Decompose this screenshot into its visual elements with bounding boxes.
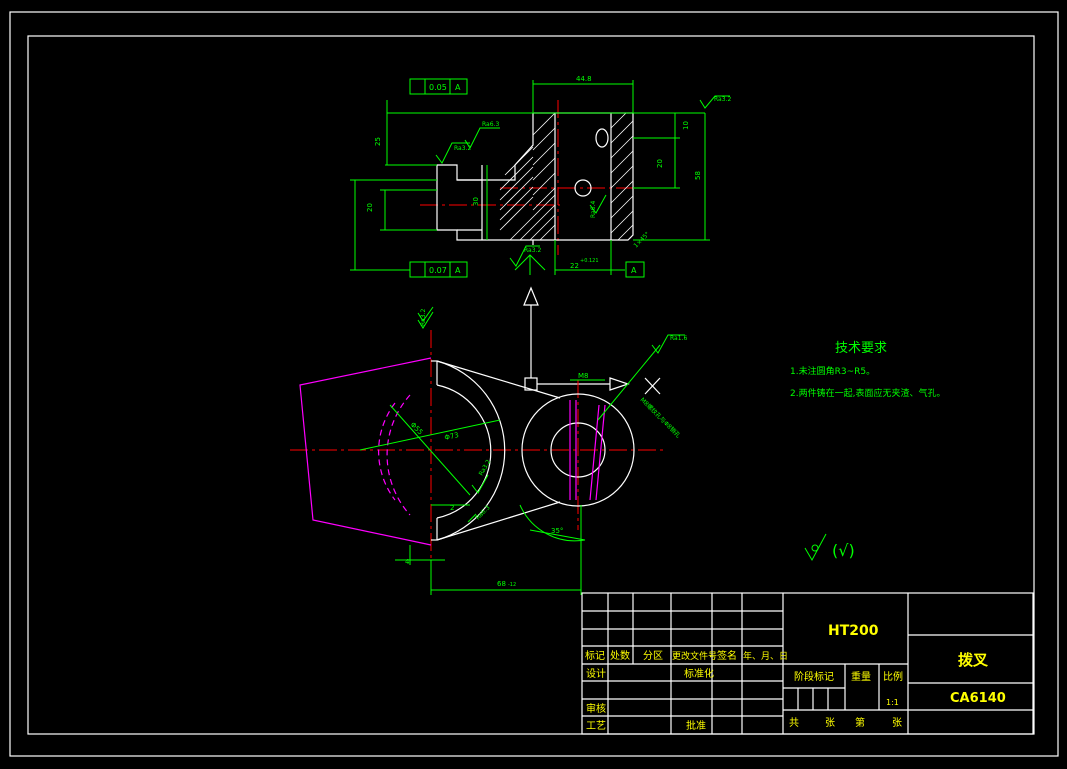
dim-h58: 58 bbox=[694, 171, 702, 180]
dim-angle35: 35° bbox=[551, 527, 563, 535]
tb-h-mark: 标记 bbox=[585, 650, 605, 662]
tb-h-zone: 分区 bbox=[643, 650, 663, 662]
tb-h-change-doc: 更改文件号 bbox=[672, 650, 717, 662]
dim-h20: 20 bbox=[656, 159, 664, 168]
title-block bbox=[581, 592, 1034, 735]
dim-d4: 4 bbox=[405, 558, 410, 566]
rough-main-right: Ra1.6 bbox=[670, 335, 687, 342]
gdt-top-value: 0.05 bbox=[429, 83, 447, 92]
dim-bot68-tol: -12 bbox=[508, 582, 516, 588]
tb-h-sign: 签名 bbox=[717, 649, 737, 662]
rough-top-left-1: Ra6.3 bbox=[482, 121, 499, 128]
view-arrow bbox=[523, 286, 630, 391]
tb-scale: 比例 bbox=[883, 670, 903, 683]
rough-top-inner: Ra6.4 bbox=[590, 201, 597, 218]
dim-width-top: 44.8 bbox=[576, 75, 592, 83]
tb-h-count: 处数 bbox=[610, 649, 630, 662]
tb-zhang2: 张 bbox=[892, 717, 902, 729]
surface-finish-symbol bbox=[804, 533, 827, 562]
dim-h22: 22 bbox=[570, 262, 579, 270]
dim-tol22: +0.121 bbox=[580, 258, 599, 264]
tb-total: 共 bbox=[789, 717, 799, 729]
gdt-bottom-value: 0.07 bbox=[429, 266, 447, 275]
rough-top-left-2: Ra3.2 bbox=[454, 145, 471, 152]
tb-r-design: 设计 bbox=[586, 667, 606, 680]
outer-border bbox=[9, 11, 1059, 757]
datum-a-label: A bbox=[631, 266, 637, 275]
rough-top-bottom: Ra3.2 bbox=[524, 247, 541, 254]
top-section-view bbox=[350, 78, 730, 322]
main-view bbox=[290, 311, 685, 595]
tb-zhang1: 张 bbox=[825, 717, 835, 729]
dim-m8: M8 bbox=[578, 372, 589, 380]
tb-stage-mark: 阶段标记 bbox=[794, 670, 834, 683]
gdt-bottom-datum: A bbox=[455, 266, 461, 275]
inner-border bbox=[27, 35, 1035, 735]
tb-part-name: 拨叉 bbox=[958, 651, 989, 669]
tech-line1: 1.未注圆角R3~R5。 bbox=[790, 365, 875, 377]
rough-top-right: Ra3.2 bbox=[714, 96, 731, 103]
dim-h10: 10 bbox=[682, 121, 690, 130]
rough-main-left: Ra3.2 bbox=[420, 309, 427, 326]
dim-h30: 30 bbox=[472, 197, 480, 206]
dim-h25: 25 bbox=[374, 137, 382, 146]
thread-note: M8螺纹孔与Φ8销孔 bbox=[639, 396, 683, 440]
tb-r-process: 工艺 bbox=[586, 720, 606, 732]
tb-r-approve: 批准 bbox=[686, 719, 706, 732]
rough-main-inner: Ra3.2 bbox=[478, 458, 493, 477]
tb-di: 第 bbox=[855, 716, 865, 729]
dim-d2: 2 bbox=[450, 504, 454, 512]
tb-scale-value: 1:1 bbox=[886, 698, 899, 707]
dim-hole-dia: 20 bbox=[366, 203, 374, 212]
tb-material: HT200 bbox=[828, 623, 879, 639]
dim-dia73: Φ73 bbox=[444, 431, 460, 442]
gdt-top-datum: A bbox=[455, 83, 461, 92]
tb-drawing-no: CA6140 bbox=[950, 691, 1006, 706]
tech-title: 技术要求 bbox=[835, 341, 887, 356]
rough-main-lower: Ra6.3 bbox=[474, 504, 491, 521]
dim-dia55: Φ55 bbox=[409, 421, 425, 437]
tb-h-date: 年、月、日 bbox=[743, 650, 788, 662]
tb-r-review: 审核 bbox=[586, 702, 606, 715]
tech-line2: 2.两件铸在一起,表面应无夹渣、气孔。 bbox=[790, 387, 945, 399]
tb-r-standard: 标准化 bbox=[684, 667, 714, 680]
surface-finish-text: (√) bbox=[832, 541, 855, 560]
dim-bot68: 68 bbox=[497, 580, 506, 588]
tb-weight: 重量 bbox=[851, 670, 871, 683]
